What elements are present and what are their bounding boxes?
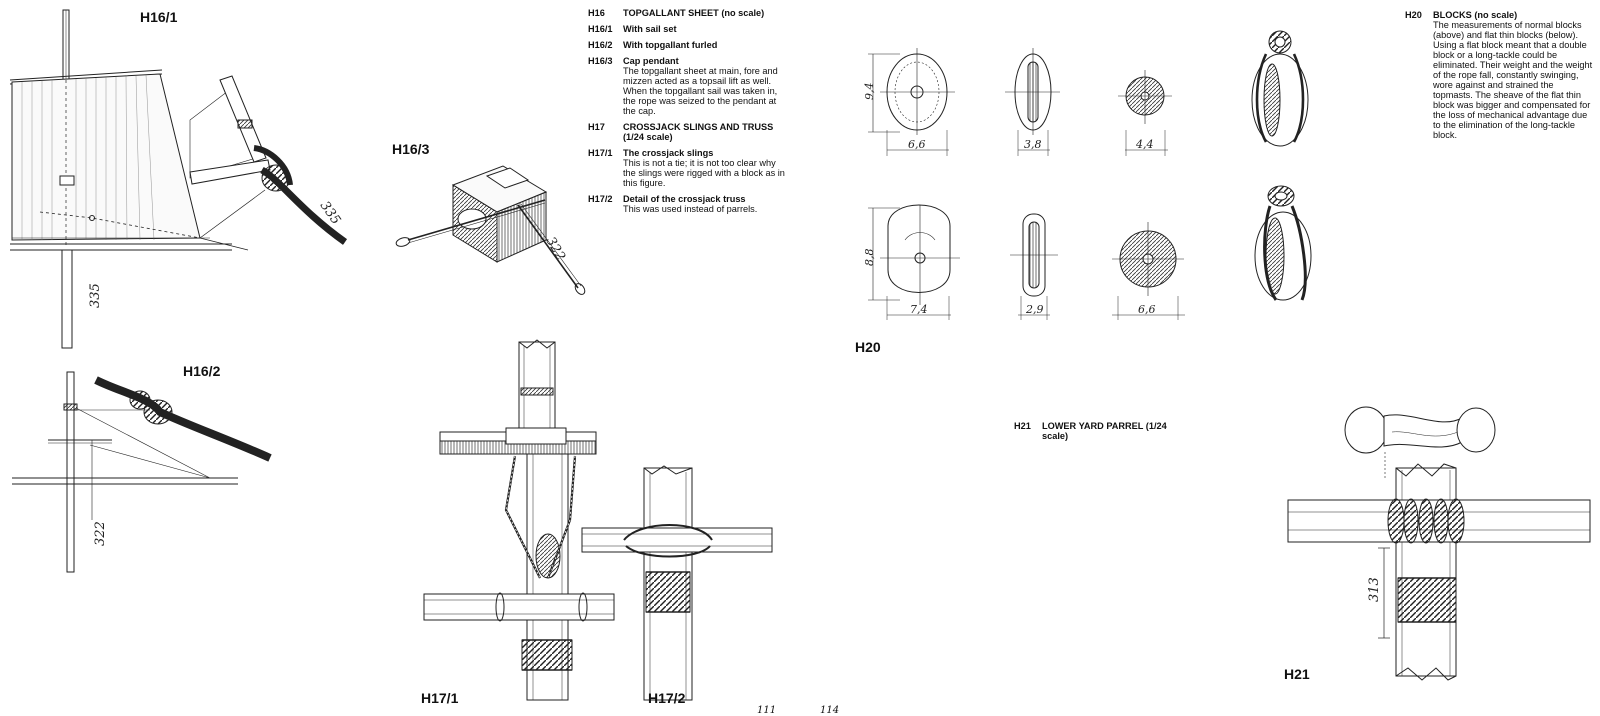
legend-entry: H17/2 Detail of the crossjack truss This… [588, 194, 788, 214]
legend-title: With topgallant furled [623, 40, 718, 50]
h20-top-side-dimension: 3,8 [1024, 138, 1042, 151]
legend-code: H16/1 [588, 24, 613, 34]
h20-top-sheave-dimension: 4,4 [1135, 138, 1154, 151]
h20-bottom-height-dimension: 8,8 [863, 249, 876, 267]
legend-code: H16/2 [588, 40, 613, 50]
legend-code: H17/2 [588, 194, 613, 204]
legend-code: H17/1 [588, 148, 613, 158]
legend-description: This was used instead of parrels. [623, 204, 758, 214]
figure-label-h17-1: H17/1 [421, 690, 459, 706]
legend-code: H16 [588, 8, 605, 18]
legend-code: H16/3 [588, 56, 613, 66]
page-number-left: 111 [757, 705, 777, 716]
figure-label-h16-3: H16/3 [392, 141, 430, 157]
legend-entry: H16/1 With sail set [588, 24, 788, 34]
legend-entry: H17/1 The crossjack slings This is not a… [588, 148, 788, 188]
legend-title: BLOCKS (no scale) [1433, 10, 1518, 20]
h20-top-height-dimension: 9,4 [863, 83, 876, 101]
legend-title: Cap pendant [623, 56, 679, 66]
legend-h20: H20 BLOCKS (no scale) The measurements o… [1405, 10, 1593, 146]
legend-description: The measurements of normal blocks (above… [1433, 20, 1593, 140]
h21-diagram [1287, 406, 1591, 681]
figure-label-h17-2: H17/2 [648, 690, 686, 706]
h20-diagram [868, 30, 1312, 320]
legend-title: LOWER YARD PARREL (1/24 scale) [1042, 421, 1167, 441]
h16-1-mast-dimension: 335 [88, 283, 103, 308]
h16-2-mast-dimension: 322 [93, 521, 108, 546]
legend-h16-h17: H16 TOPGALLANT SHEET (no scale) H16/1 Wi… [588, 8, 788, 220]
legend-entry: H16/2 With topgallant furled [588, 40, 788, 50]
h20-bottom-side-dimension: 2,9 [1025, 303, 1044, 316]
h21-length-dimension: 313 [1367, 577, 1382, 602]
legend-code: H21 [1014, 421, 1031, 431]
legend-title: With sail set [623, 24, 677, 34]
legend-h21: H21 LOWER YARD PARREL (1/24 scale) [1014, 421, 1184, 447]
h16-1-diagram [9, 9, 348, 349]
legend-title: CROSSJACK SLINGS AND TRUSS (1/24 scale) [623, 122, 774, 142]
legend-entry: H21 LOWER YARD PARREL (1/24 scale) [1014, 421, 1184, 441]
figure-label-h16-1: H16/1 [140, 9, 178, 25]
legend-description: The topgallant sheet at main, fore and m… [623, 66, 778, 116]
legend-code: H20 [1405, 10, 1422, 20]
h20-bottom-width-dimension: 7,4 [910, 303, 928, 316]
h20-top-width-dimension: 6,6 [908, 138, 926, 151]
legend-entry: H17 CROSSJACK SLINGS AND TRUSS (1/24 sca… [588, 122, 788, 142]
figure-label-h20: H20 [855, 339, 881, 355]
h16-2-diagram [12, 371, 272, 573]
h17-2-diagram [581, 465, 773, 701]
legend-entry: H16/3 Cap pendant The topgallant sheet a… [588, 56, 788, 116]
legend-entry: H16 TOPGALLANT SHEET (no scale) [588, 8, 788, 18]
legend-code: H17 [588, 122, 605, 132]
figure-label-h21: H21 [1284, 666, 1310, 682]
page-number-right: 114 [820, 705, 840, 716]
h20-bottom-sheave-dimension: 6,6 [1138, 303, 1156, 316]
legend-title: Detail of the crossjack truss [623, 194, 746, 204]
legend-title: The crossjack slings [623, 148, 714, 158]
h17-1-diagram [423, 339, 615, 701]
legend-title: TOPGALLANT SHEET (no scale) [623, 8, 765, 18]
h16-3-diagram [395, 165, 586, 295]
legend-description: This is not a tie; it is not too clear w… [623, 158, 785, 188]
figure-label-h16-2: H16/2 [183, 363, 221, 379]
h16-3-rope-dimension: 322 [543, 235, 568, 264]
legend-entry: H20 BLOCKS (no scale) The measurements o… [1405, 10, 1593, 140]
